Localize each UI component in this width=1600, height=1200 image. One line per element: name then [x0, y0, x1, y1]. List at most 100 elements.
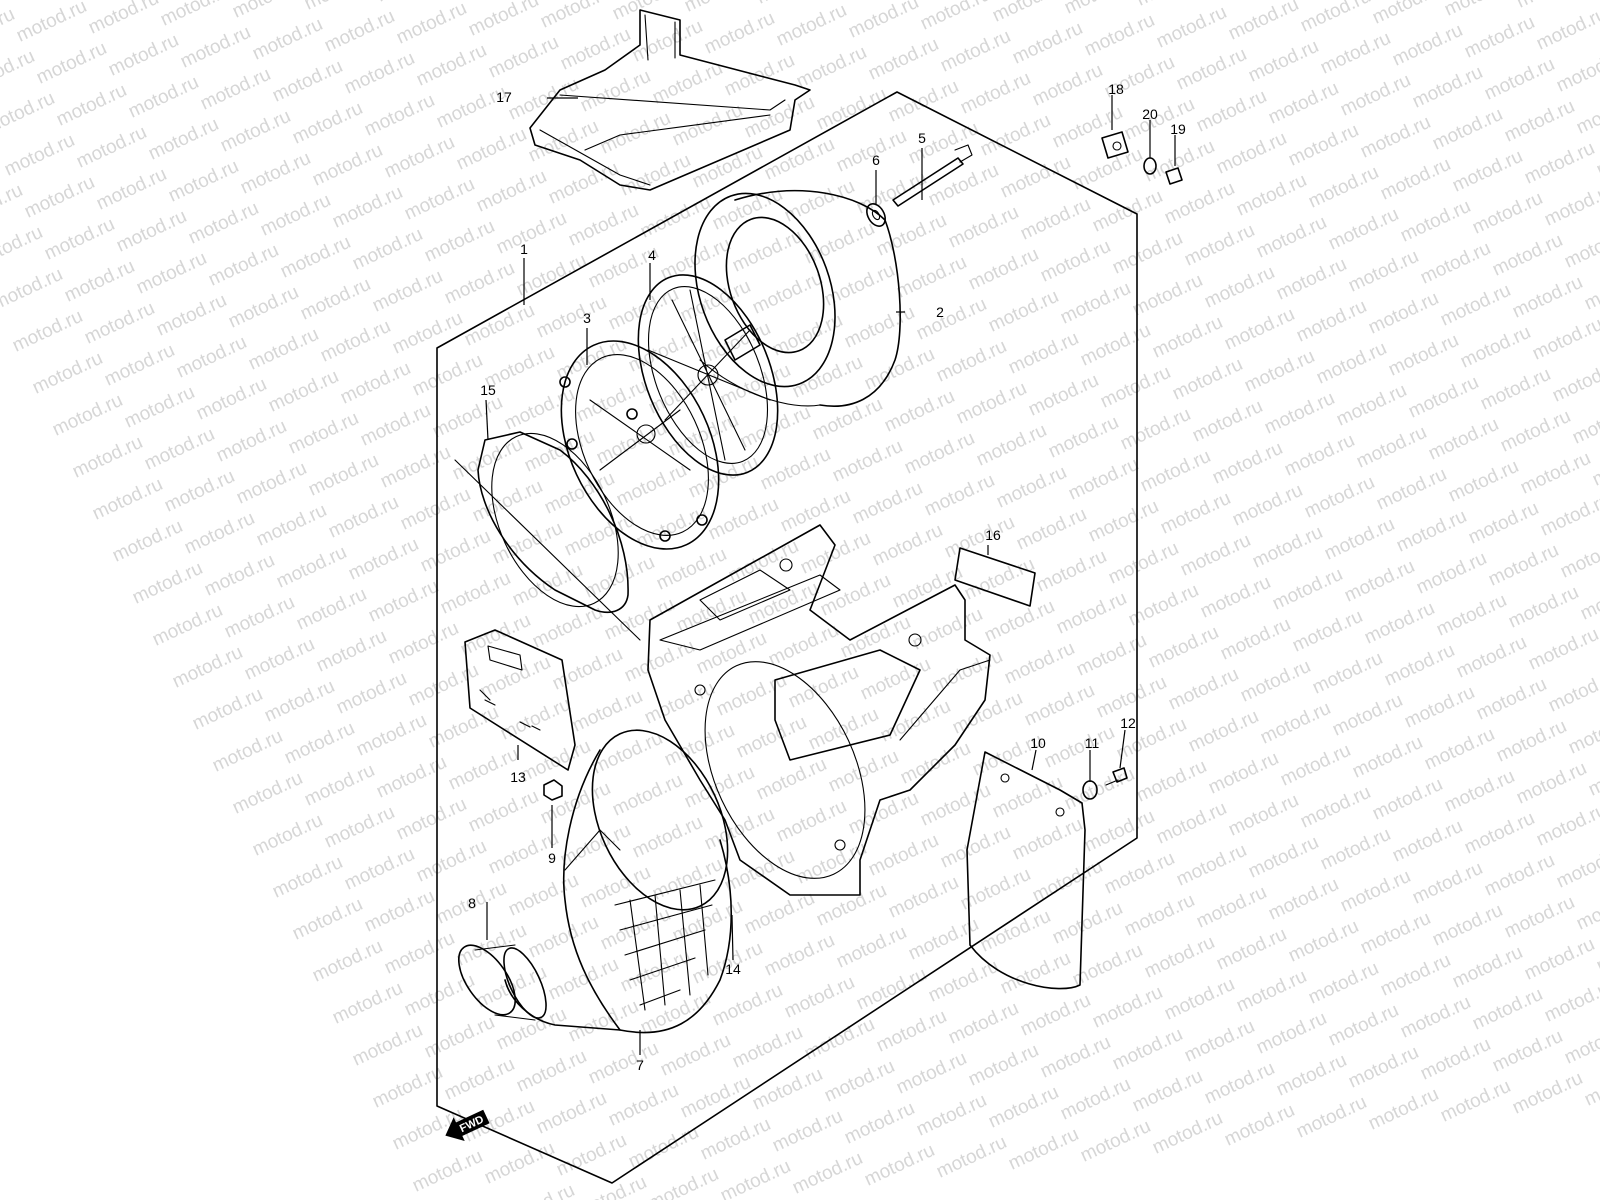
watermark-text: motod.ru — [1105, 538, 1182, 589]
watermark-text: motod.ru — [625, 326, 702, 377]
part-number-9: 9 — [548, 850, 556, 866]
watermark-text: motod.ru — [1369, 0, 1446, 29]
part-number-19: 19 — [1170, 121, 1186, 137]
watermark-text: motod.ru — [101, 340, 178, 391]
watermark-text: motod.ru — [465, 786, 542, 837]
watermark-text: motod.ru — [1349, 732, 1426, 783]
watermark-text: motod.ru — [385, 618, 462, 669]
watermark-text: motod.ru — [1397, 992, 1474, 1043]
watermark-text: motod.ru — [357, 400, 434, 451]
watermark-text: motod.ru — [329, 182, 406, 233]
watermark-text: motod.ru — [713, 670, 790, 721]
watermark-text: motod.ru — [657, 1030, 734, 1081]
part-number-15: 15 — [480, 382, 496, 398]
part-number-6: 6 — [872, 152, 880, 168]
watermark-text: motod.ru — [621, 636, 698, 687]
watermark-text: motod.ru — [1553, 46, 1600, 97]
watermark-text: motod.ru — [1129, 270, 1206, 321]
watermark-text: motod.ru — [9, 306, 86, 357]
watermark-text: motod.ru — [1121, 890, 1198, 941]
watermark-text: motod.ru — [1097, 362, 1174, 413]
air-guide-tray — [529, 9, 811, 191]
part-number-2: 2 — [936, 304, 944, 320]
watermark-text: motod.ru — [141, 424, 218, 475]
watermark-text: motod.ru — [401, 970, 478, 1021]
watermark-text: motod.ru — [1061, 764, 1138, 815]
watermark-text: motod.ru — [1553, 842, 1600, 893]
watermark-text: motod.ru — [1373, 464, 1450, 515]
watermark-text: motod.ru — [1165, 664, 1242, 715]
watermark-text: motod.ru — [169, 642, 246, 693]
watermark-text: motod.ru — [861, 1140, 938, 1191]
watermark-text: motod.ru — [1549, 356, 1600, 407]
watermark-text: motod.ru — [477, 652, 554, 703]
watermark-text: motod.ru — [557, 820, 634, 871]
watermark-text: motod.ru — [1161, 178, 1238, 229]
watermark-text: motod.ru — [849, 478, 926, 529]
watermark-text: motod.ru — [1441, 0, 1518, 21]
watermark-text: motod.ru — [821, 260, 898, 311]
watermark-text: motod.ru — [229, 0, 306, 23]
watermark-text: motod.ru — [1073, 630, 1150, 681]
watermark-text: motod.ru — [493, 1004, 570, 1055]
watermark-text: motod.ru — [717, 1156, 794, 1200]
watermark-text: motod.ru — [153, 290, 230, 341]
watermark-text: motod.ru — [1173, 840, 1250, 891]
watermark-text: motod.ru — [1305, 162, 1382, 213]
watermark-text: motod.ru — [1357, 908, 1434, 959]
watermark-text: motod.ru — [845, 0, 922, 43]
watermark-text: motod.ru — [781, 176, 858, 227]
watermark-text: motod.ru — [1417, 1034, 1494, 1085]
watermark-text: motod.ru — [1001, 638, 1078, 689]
watermark-text: motod.ru — [1133, 756, 1210, 807]
watermark-text: motod.ru — [341, 48, 418, 99]
watermark-text: motod.ru — [245, 324, 322, 375]
watermark-text: motod.ru — [1309, 648, 1386, 699]
watermark-text: motod.ru — [1409, 858, 1486, 909]
watermark-text: motod.ru — [1045, 412, 1122, 463]
watermark-text: motod.ru — [33, 38, 110, 89]
watermark-text: motod.ru — [789, 352, 866, 403]
watermark-text: motod.ru — [233, 458, 310, 509]
part-number-20: 20 — [1142, 106, 1158, 122]
watermark-text: motod.ru — [449, 434, 526, 485]
watermark-text: motod.ru — [845, 788, 922, 839]
watermark-text: motod.ru — [1325, 204, 1402, 255]
watermark-text: motod.ru — [309, 140, 386, 191]
watermark-text: motod.ru — [317, 316, 394, 367]
watermark-text: motod.ru — [1493, 716, 1570, 767]
watermark-text: motod.ru — [949, 688, 1026, 739]
watermark-text: motod.ru — [253, 500, 330, 551]
watermark-text: motod.ru — [777, 486, 854, 537]
watermark-text: motod.ru — [1317, 28, 1394, 79]
watermark-text: motod.ru — [1, 130, 78, 181]
watermark-text: motod.ru — [429, 392, 506, 443]
watermark-text: motod.ru — [1089, 982, 1166, 1033]
watermark-text: motod.ru — [1337, 866, 1414, 917]
watermark-text: motod.ru — [825, 0, 902, 1]
watermark-text: motod.ru — [0, 88, 58, 139]
watermark-text: motod.ru — [1205, 748, 1282, 799]
watermark-text: motod.ru — [389, 308, 466, 359]
watermark-text: motod.ru — [1585, 0, 1600, 5]
watermark-text: motod.ru — [585, 1038, 662, 1089]
watermark-text: motod.ru — [441, 1054, 518, 1105]
watermark-text: motod.ru — [1345, 1042, 1422, 1093]
watermark-text: motod.ru — [337, 358, 414, 409]
watermark-text: motod.ru — [1545, 666, 1600, 717]
watermark-text: motod.ru — [1401, 682, 1478, 733]
watermark-text: motod.ru — [485, 32, 562, 83]
watermark-text: motod.ru — [837, 612, 914, 663]
watermark-text: motod.ru — [569, 686, 646, 737]
watermark-text: motod.ru — [1161, 974, 1238, 1025]
watermark-text: motod.ru — [89, 474, 166, 525]
watermark-text: motod.ru — [773, 796, 850, 847]
watermark-text: motod.ru — [985, 1082, 1062, 1133]
watermark-text: motod.ru — [1137, 446, 1214, 497]
watermark-text: motod.ru — [1193, 86, 1270, 137]
watermark-text: motod.ru — [473, 962, 550, 1013]
air-filter-element — [694, 189, 901, 407]
watermark-text: motod.ru — [841, 1098, 918, 1149]
watermark-text: motod.ru — [1557, 532, 1600, 583]
